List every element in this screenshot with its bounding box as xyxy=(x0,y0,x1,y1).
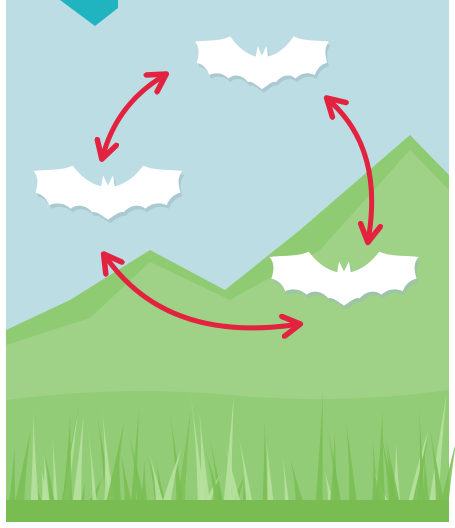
grass-base xyxy=(6,500,449,522)
